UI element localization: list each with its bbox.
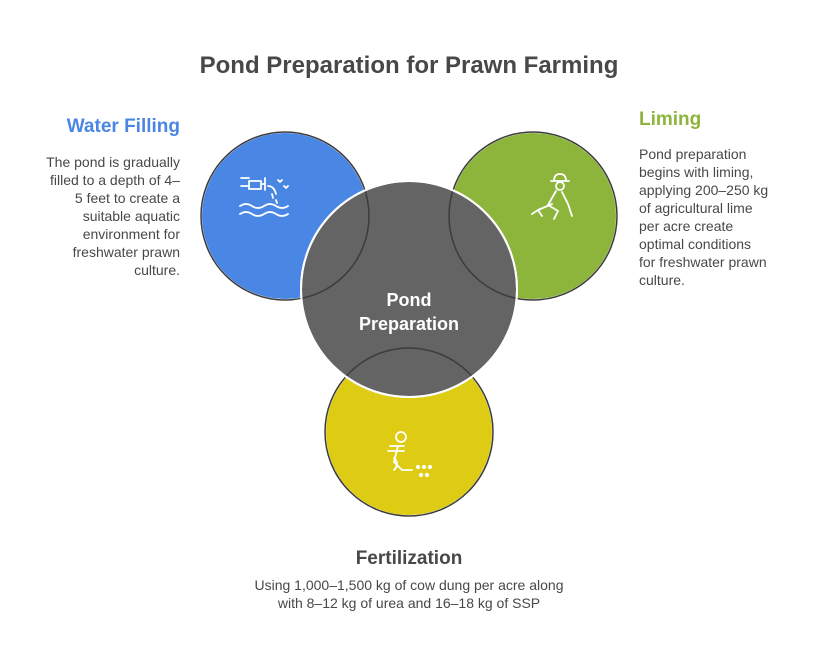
liming-line: of agricultural lime [639, 200, 753, 216]
fertilization-line: Using 1,000–1,500 kg of cow dung per acr… [254, 577, 564, 593]
fertilization-description: Using 1,000–1,500 kg of cow dung per acr… [0, 576, 818, 612]
liming-line: culture. [639, 272, 685, 288]
liming-overlap-outline [448, 131, 618, 301]
center-label-line1: Pond [387, 290, 432, 310]
farmer-icon [531, 173, 573, 220]
liming-line: begins with liming, [639, 164, 754, 180]
water-filling-line: culture. [134, 262, 180, 278]
liming-description: Pond preparation begins with liming, app… [639, 145, 799, 289]
fertilizing-person-icon [387, 431, 433, 478]
fertilization-overlap-outline [324, 347, 494, 517]
liming-line: Pond preparation [639, 146, 747, 162]
water-filling-line: filled to a depth of 4– [50, 172, 180, 188]
center-circle-outline [300, 180, 518, 398]
water-filling-title: Water Filling [66, 116, 180, 137]
water-filling-line: freshwater prawn [72, 244, 180, 260]
liming-title: Liming [639, 109, 702, 130]
water-filling-line: 5 feet to create a [74, 190, 180, 206]
fertilization-line: with 8–12 kg of urea and 16–18 kg of SSP [277, 595, 541, 611]
center-label-line2: Preparation [359, 314, 459, 334]
water-tap-icon [239, 177, 289, 217]
liming-line: applying 200–250 kg [639, 182, 769, 198]
water-filling-line: environment for [82, 226, 180, 242]
liming-line: optimal conditions [639, 236, 752, 252]
liming-line: for freshwater prawn [639, 254, 767, 270]
water-filling-line: The pond is gradually [46, 154, 180, 170]
fertilization-title: Fertilization [355, 548, 463, 569]
water-filling-overlap-outline [200, 131, 370, 301]
pond-preparation-circle [300, 180, 518, 398]
water-filling-line: suitable aquatic [82, 208, 180, 224]
page-title: Pond Preparation for Prawn Farming [199, 52, 619, 79]
liming-line: per acre create [639, 218, 734, 234]
water-filling-description: The pond is gradually filled to a depth … [30, 153, 180, 279]
